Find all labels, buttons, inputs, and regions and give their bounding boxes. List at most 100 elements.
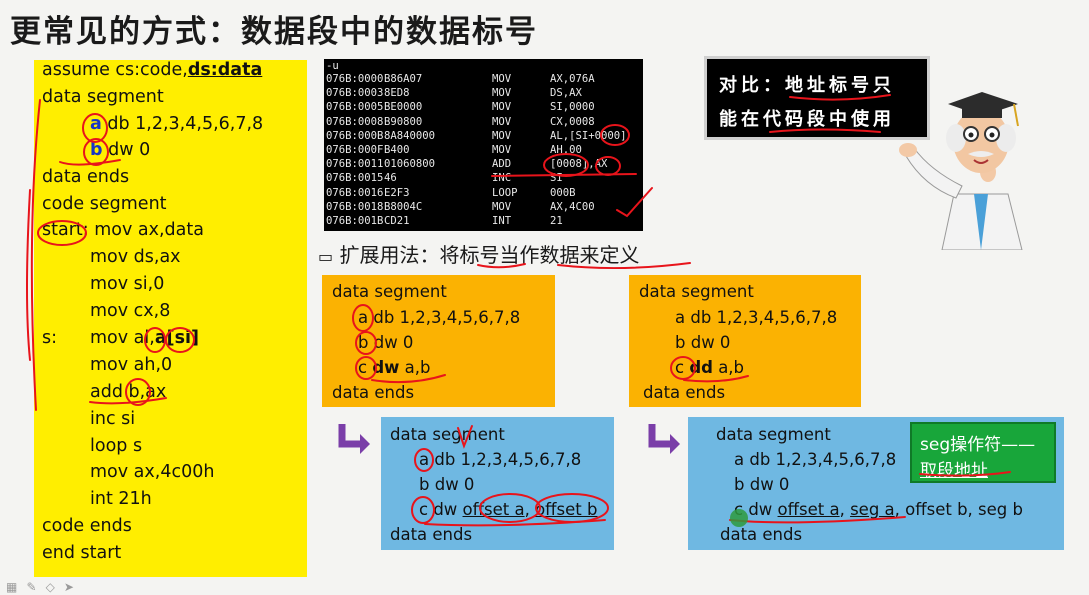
eraser-icon[interactable]: ◇: [45, 580, 55, 594]
code-line: mov cx,8: [90, 301, 171, 321]
terminal-machine-code: B86A07: [384, 73, 423, 85]
box-line: data segment: [332, 282, 447, 301]
box-line: data ends: [643, 383, 726, 402]
code-line: mov ah,0: [90, 355, 173, 375]
box-line: data ends: [332, 383, 415, 402]
example-box-offset: data segment a db 1,2,3,4,5,6,7,8 b dw 0…: [381, 417, 614, 550]
terminal-address: 076B:0018: [326, 200, 384, 213]
terminal-address: 076B:0005: [326, 101, 384, 114]
code-line: int 21h: [90, 489, 152, 509]
box-line: data segment: [716, 425, 831, 444]
terminal-address: 076B:0016: [326, 186, 384, 199]
code-line: b dw 0: [90, 140, 151, 160]
box-line: data segment: [639, 282, 754, 301]
terminal-operand: AL,[SI+0000]: [550, 129, 627, 142]
terminal-opcode: MOV: [492, 144, 512, 156]
pen-icon[interactable]: ✎: [26, 580, 37, 594]
terminal-address: 076B:0000: [326, 73, 384, 85]
bend-arrow-icon: [338, 424, 370, 454]
box-line: data ends: [390, 525, 473, 544]
terminal-machine-code: BE0000: [384, 101, 423, 114]
code-line: add b,ax: [90, 382, 167, 402]
terminal-opcode: INC: [492, 172, 512, 185]
terminal-address: 076B:0011: [326, 158, 384, 171]
box-line: c dd a,b: [675, 358, 745, 377]
terminal-operand: AH,00: [550, 144, 582, 156]
code-line: end start: [42, 543, 122, 563]
terminal-address: 076B:0008: [326, 115, 384, 128]
note-line-1: seg操作符——: [920, 435, 1036, 455]
box-line: a db 1,2,3,4,5,6,7,8: [734, 450, 897, 469]
terminal-machine-code: 8A840000: [384, 129, 436, 142]
terminal-operand: AX,076A: [550, 73, 595, 85]
code-line: start: mov ax,data: [42, 220, 204, 240]
code-line: mov ds,ax: [90, 247, 181, 267]
terminal-address: 076B:0003: [326, 87, 384, 100]
code-panel: assume cs:code,ds:data data segment a db…: [34, 60, 307, 577]
section-heading: ▭ 扩展用法：将标号当作数据来定义: [318, 243, 640, 267]
box-line: data ends: [720, 525, 803, 544]
box-line: b dw 0: [734, 475, 790, 494]
ink-stroke: [26, 189, 31, 361]
terminal-operand: AX,4C00: [550, 200, 595, 213]
box-line: b dw 0: [675, 333, 731, 352]
terminal-opcode: INT: [492, 215, 512, 227]
terminal-opcode: MOV: [492, 73, 512, 85]
code-line: a db 1,2,3,4,5,6,7,8: [90, 114, 264, 134]
terminal-opcode: MOV: [492, 101, 512, 114]
terminal-address: 076B:000F: [326, 144, 384, 156]
box-line: c dw offset a, offset b: [419, 500, 598, 519]
example-box-seg: data segment a db 1,2,3,4,5,6,7,8 b dw 0…: [688, 417, 1064, 550]
note-line-2: 取段地址: [920, 461, 988, 481]
terminal-machine-code: E2F3: [384, 186, 410, 199]
box-line: b dw 0: [419, 475, 475, 494]
callout-line-1: 对比：地址标号只: [719, 75, 895, 96]
terminal-operand: 21: [550, 215, 563, 227]
terminal-opcode: MOV: [492, 115, 512, 128]
example-box-dw: data segment a db 1,2,3,4,5,6,7,8 b dw 0…: [322, 275, 555, 407]
terminal-operand: 000B: [550, 186, 576, 199]
slide-nav-icons[interactable]: ▦ ✎ ◇ ➤: [6, 576, 78, 595]
terminal-operand: SI: [550, 172, 563, 185]
terminal-prompt: -u: [326, 60, 339, 72]
pointer-icon[interactable]: ➤: [63, 580, 74, 594]
terminal-machine-code: B90800: [384, 115, 423, 128]
terminal-address: 076B:0015: [326, 172, 384, 185]
terminal-opcode: MOV: [492, 87, 512, 100]
box-line: c dw a,b: [358, 358, 431, 377]
example-box-dd: data segment a db 1,2,3,4,5,6,7,8 b dw 0…: [629, 275, 861, 407]
terminal-address: 076B:000B: [326, 129, 384, 142]
slide-title: 更常见的方式：数据段中的数据标号: [10, 14, 538, 50]
terminal-machine-code: 46: [384, 172, 397, 185]
terminal-operand: SI,0000: [550, 101, 595, 114]
box-line: c dw offset a, seg a, offset b, seg b: [734, 500, 1023, 519]
terminal-opcode: MOV: [492, 129, 512, 142]
grid-icon[interactable]: ▦: [6, 580, 18, 594]
code-line: code segment: [42, 194, 167, 214]
teacher-mascot-image: [899, 92, 1023, 250]
terminal-opcode: MOV: [492, 200, 512, 213]
heading-bullet-icon: ▭: [318, 247, 334, 266]
terminal-opcode: ADD: [492, 158, 512, 171]
box-line: b dw 0: [358, 333, 414, 352]
box-line: data segment: [390, 425, 505, 444]
seg-operator-note: seg操作符—— 取段地址: [910, 422, 1056, 483]
terminal-operand: CX,0008: [550, 115, 595, 128]
code-line: data ends: [42, 167, 130, 187]
terminal-machine-code: 01060800: [384, 158, 436, 171]
terminal-operand: DS,AX: [550, 87, 582, 100]
code-line: loop s: [90, 436, 143, 456]
bend-arrow-icon: [648, 424, 680, 454]
terminal-machine-code: CD21: [384, 215, 410, 227]
terminal-machine-code: B8004C: [384, 200, 423, 213]
box-line: a db 1,2,3,4,5,6,7,8: [419, 450, 582, 469]
box-line: a db 1,2,3,4,5,6,7,8: [358, 308, 521, 327]
terminal-address: 076B:001B: [326, 215, 384, 227]
code-line: mov al,a[si]: [90, 328, 200, 348]
box-line: a db 1,2,3,4,5,6,7,8: [675, 308, 838, 327]
code-line: inc si: [90, 409, 136, 429]
comparison-callout: 对比：地址标号只 能在代码段中使用: [704, 56, 930, 140]
terminal-opcode: LOOP: [492, 186, 518, 199]
terminal-operand: [0008],AX: [550, 158, 608, 171]
